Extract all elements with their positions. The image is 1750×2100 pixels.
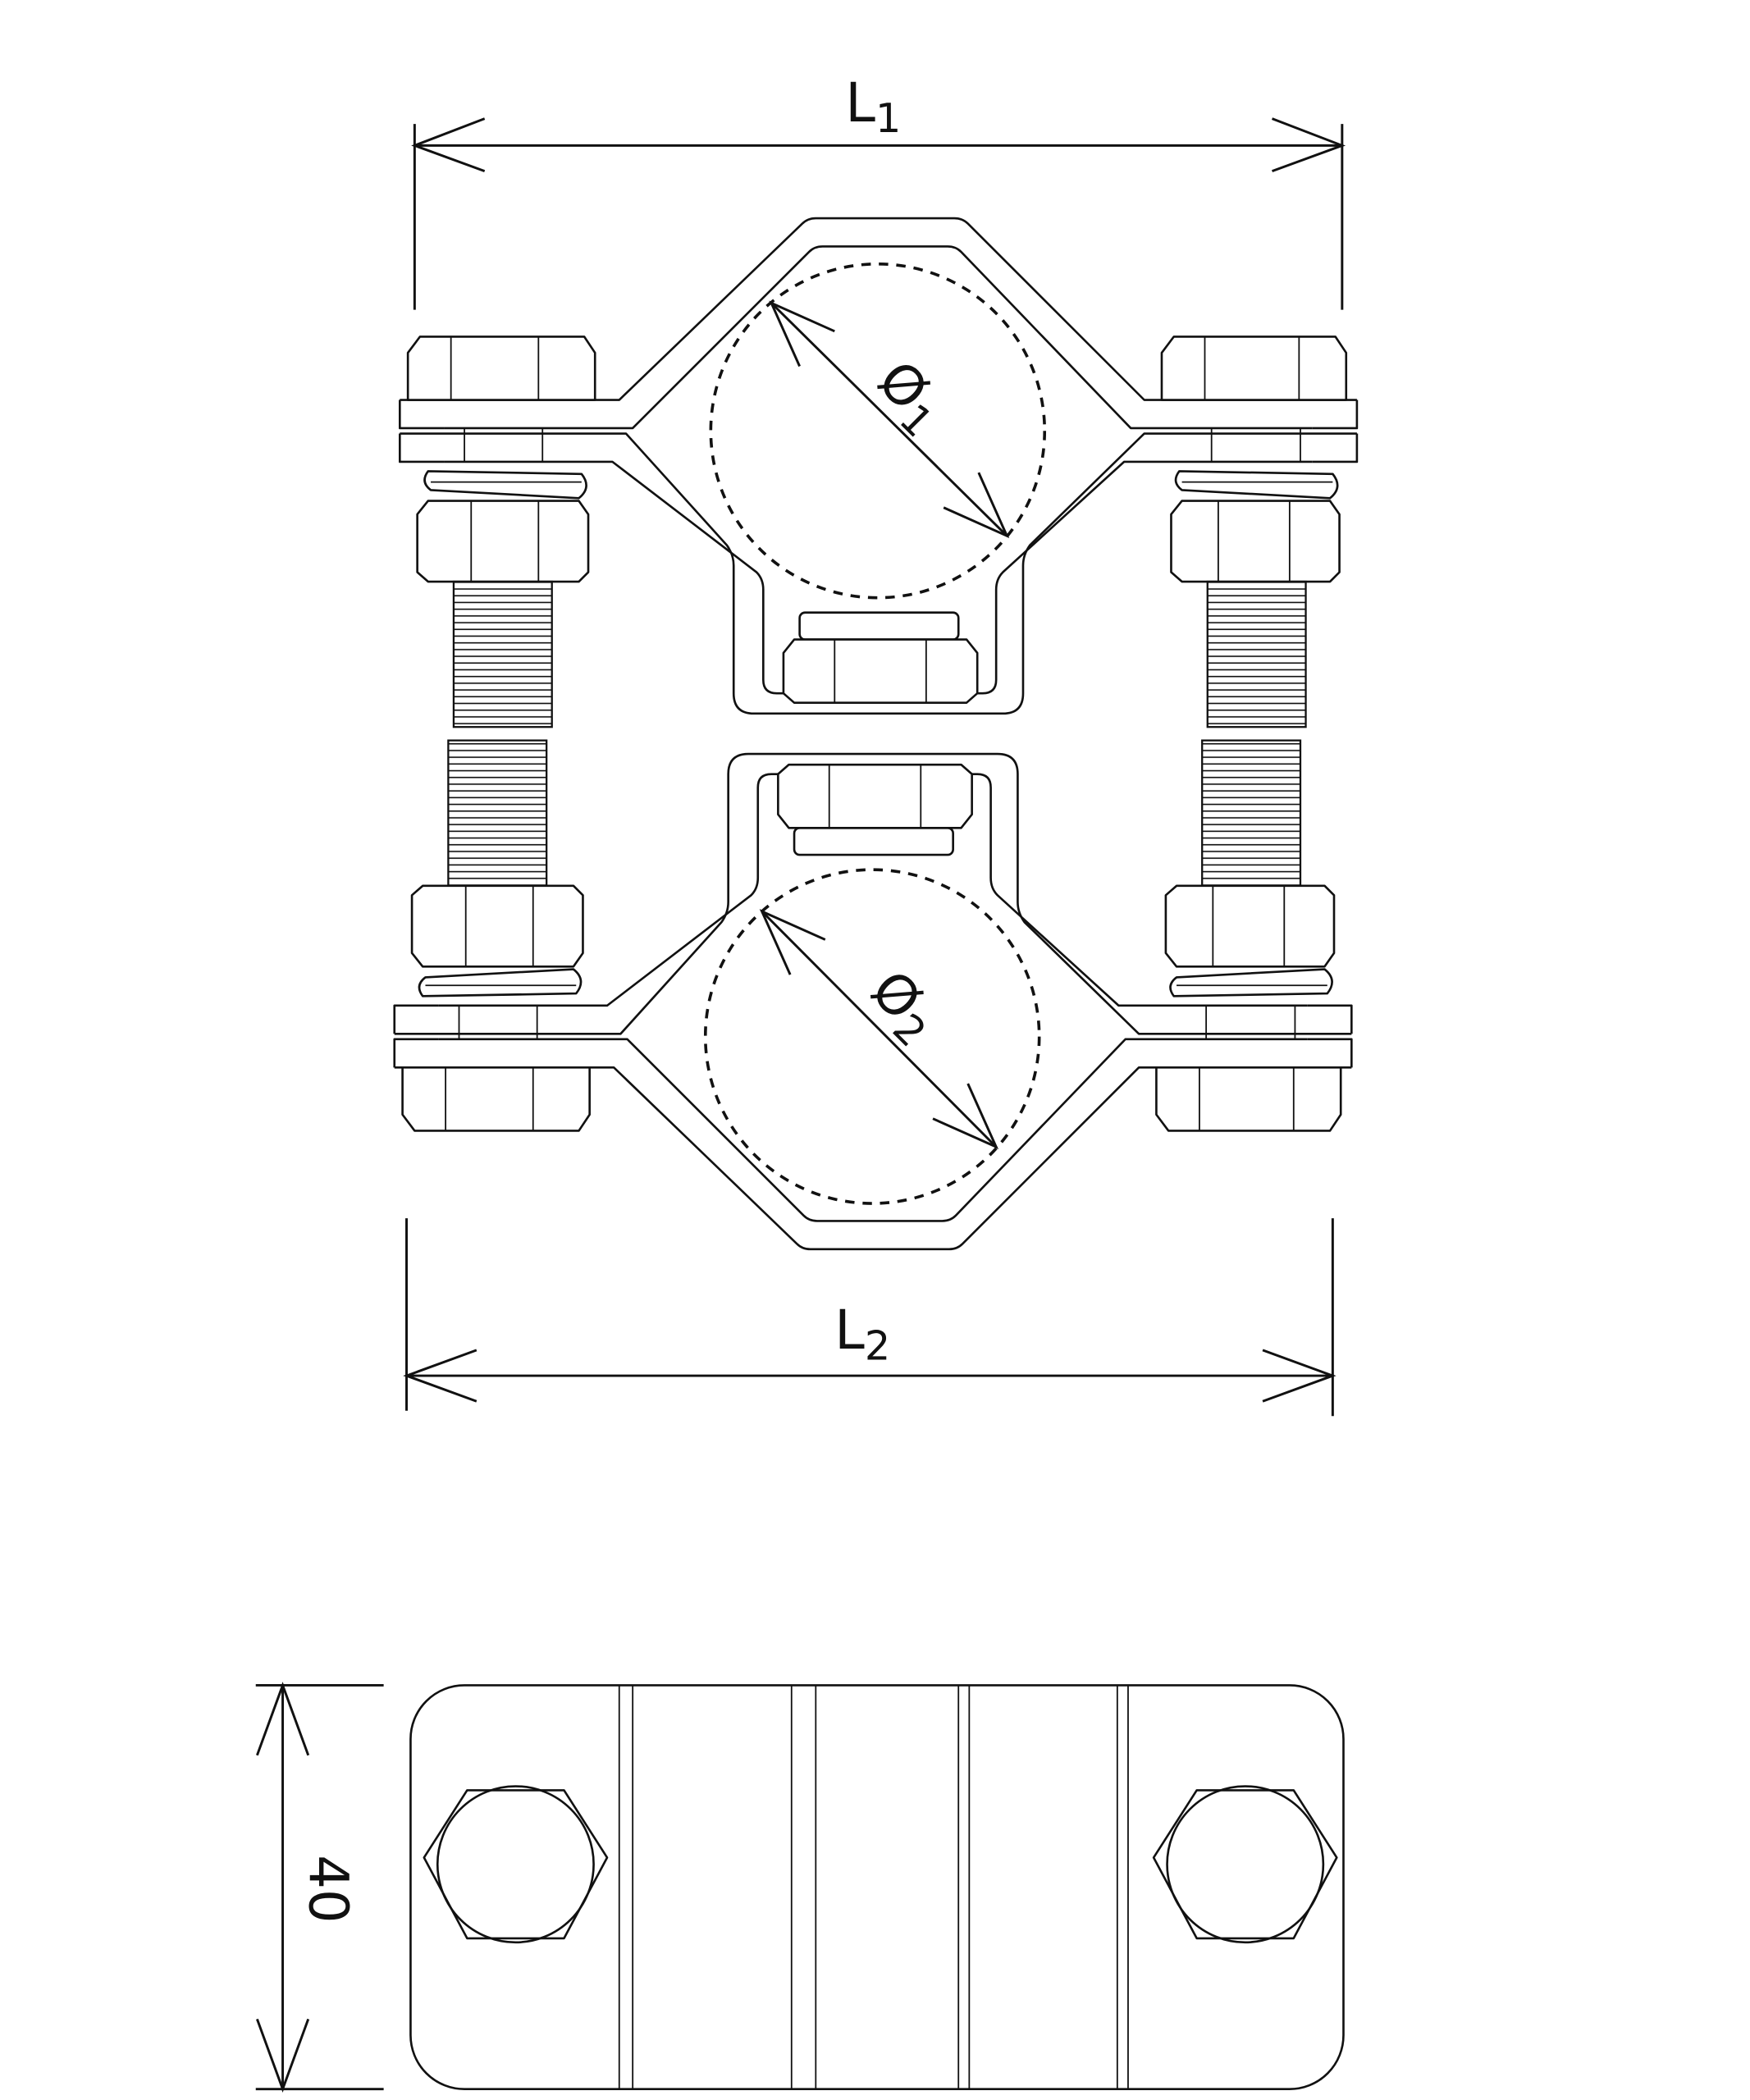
dimension-l1: L1 (411, 72, 1346, 310)
l1-label: L1 (845, 72, 901, 142)
width-label: 40 (296, 1855, 359, 1924)
d2-label: Ø2 (854, 959, 952, 1057)
d1-label: Ø1 (861, 349, 958, 446)
pipe-circle-d1 (709, 262, 1047, 600)
dimension-l2: L2 (403, 1218, 1336, 1417)
dimension-d2: Ø2 (759, 909, 999, 1150)
dimension-width: 40 (255, 1682, 384, 2093)
bolt-head-left-icon (423, 1785, 609, 1944)
l2-label: L2 (834, 1299, 890, 1369)
dimension-d1: Ø1 (769, 300, 1010, 539)
plan-view (409, 1684, 1345, 2090)
bolt-head-right-icon (1152, 1785, 1338, 1944)
top-clamp (398, 217, 1359, 728)
pipe-circle-d2 (703, 868, 1041, 1205)
